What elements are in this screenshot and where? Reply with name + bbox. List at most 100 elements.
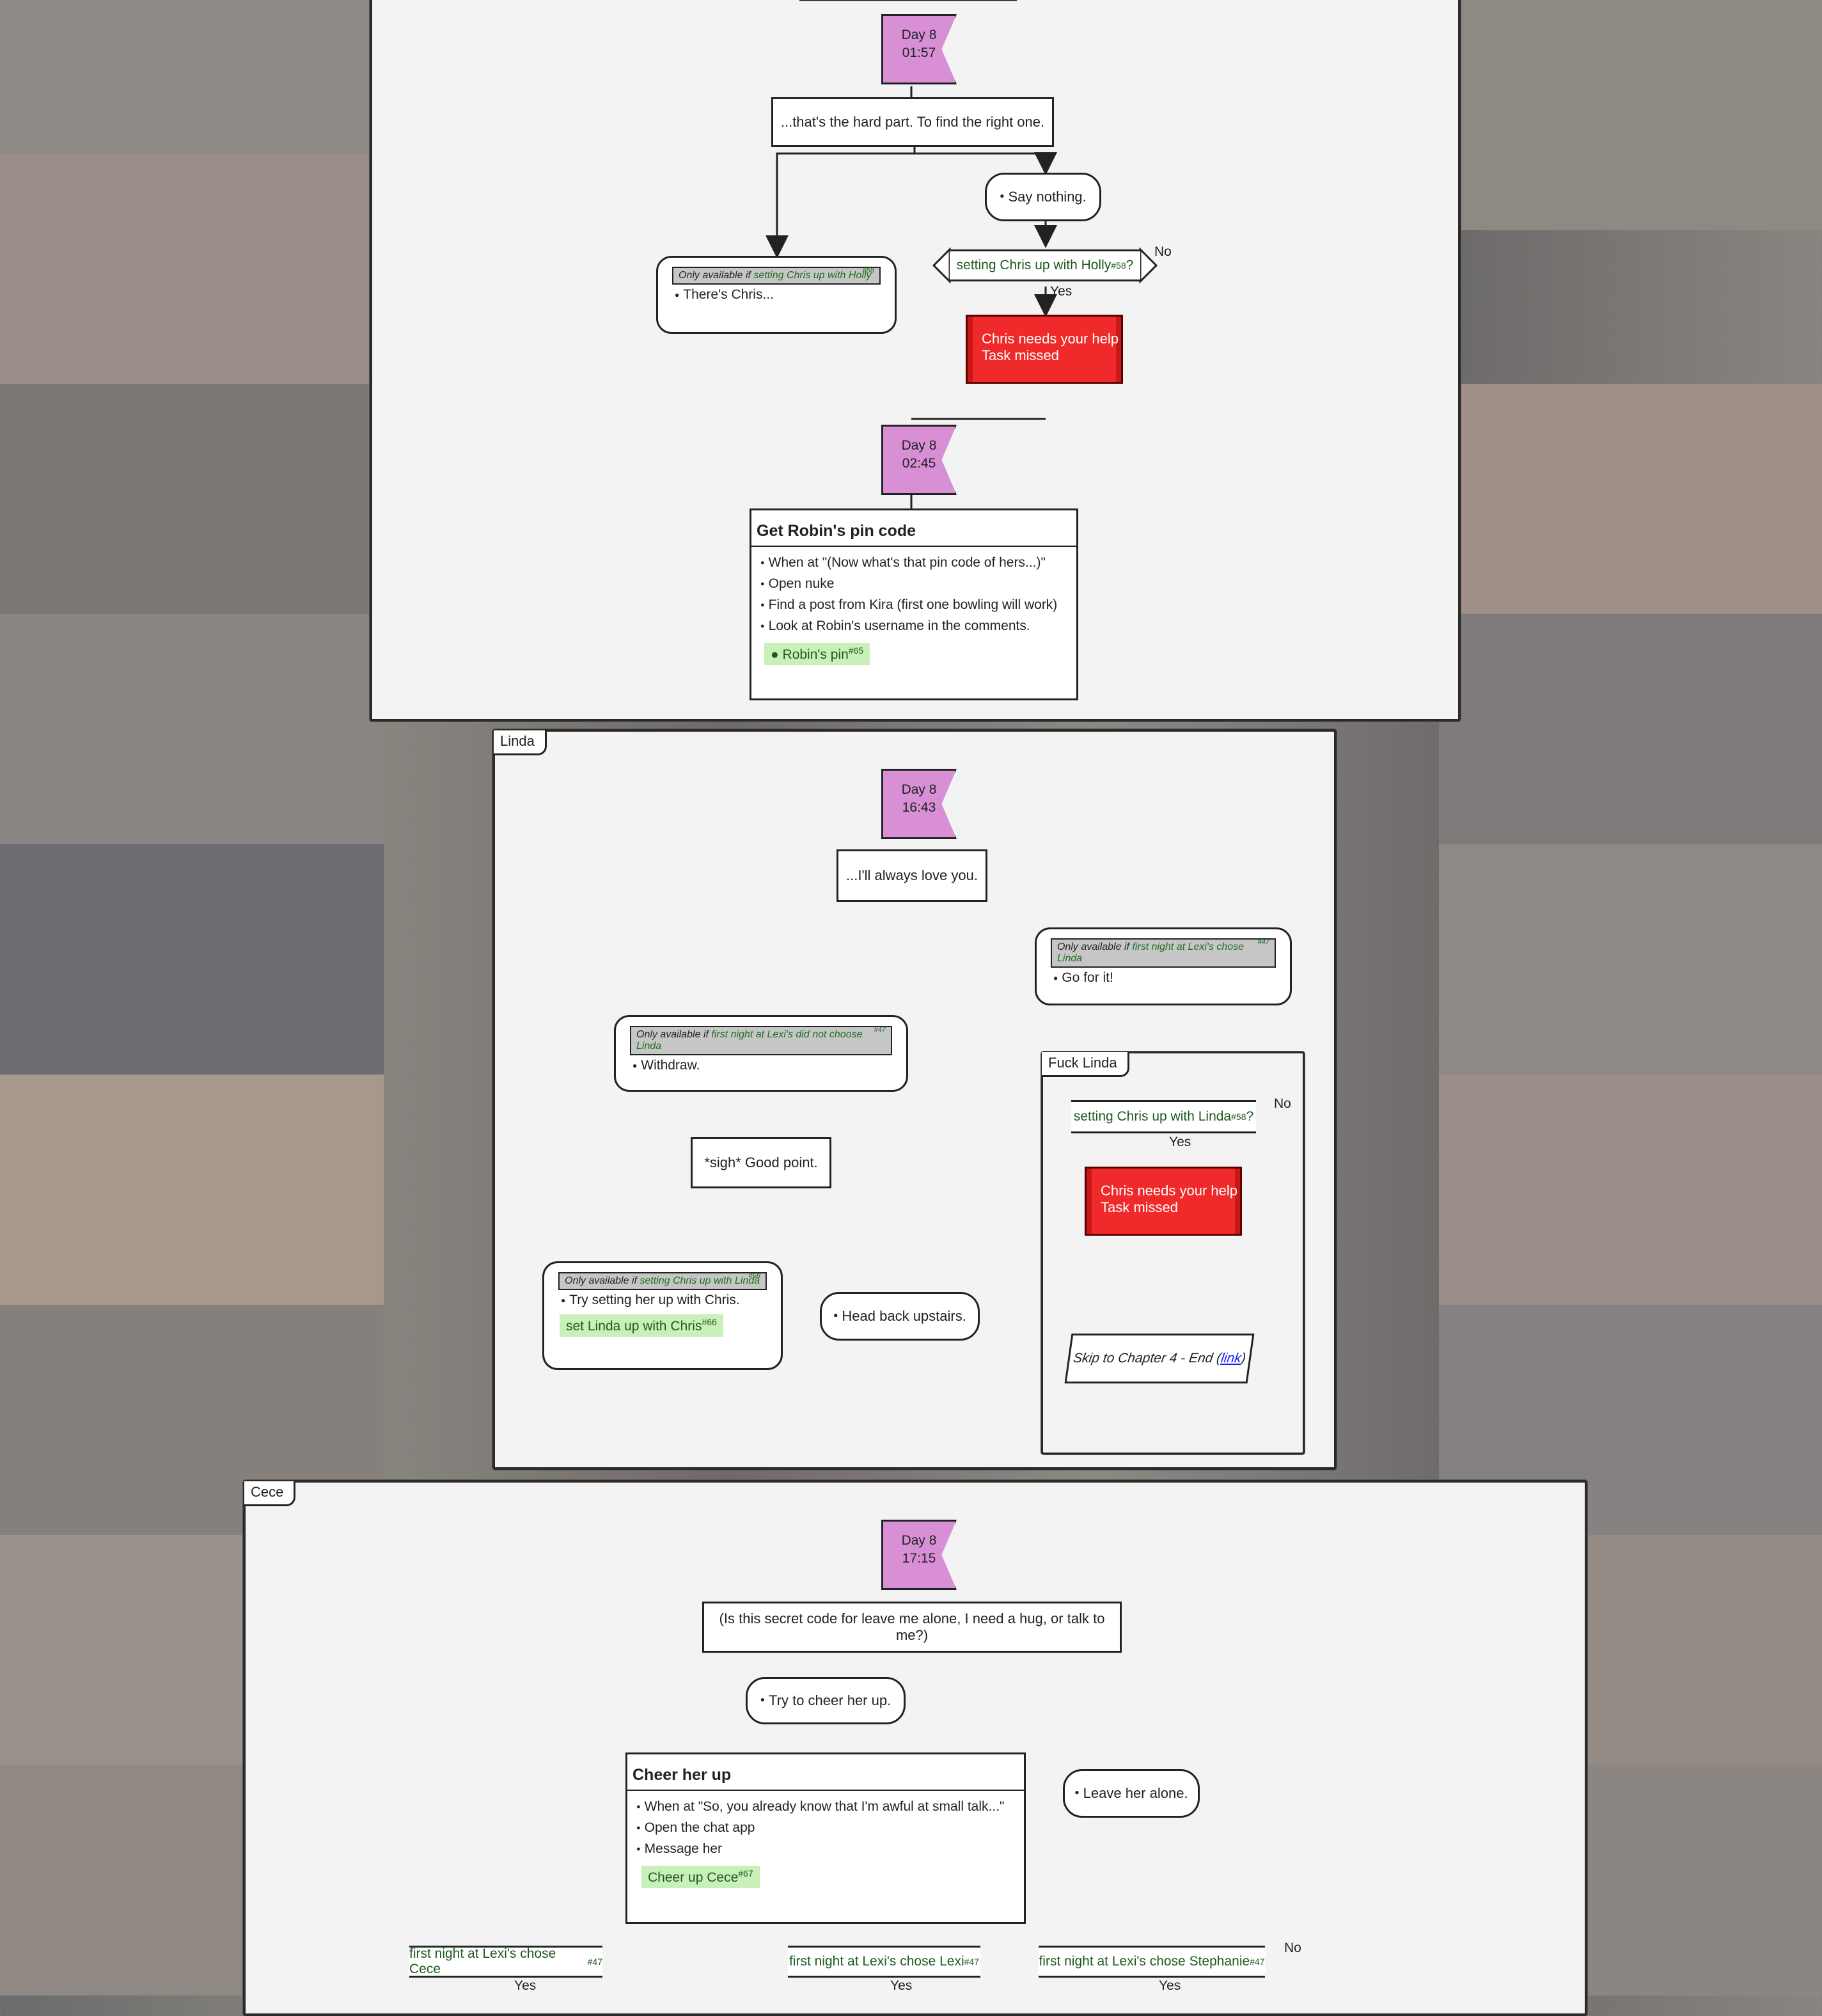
chapter-end-link[interactable]: link: [1220, 1351, 1243, 1366]
dialogue-node: *sigh* Good point.: [691, 1137, 831, 1188]
day-label: Day 8: [901, 1533, 937, 1548]
reward-label: Cheer up Cece: [648, 1870, 739, 1885]
background-photo: [1439, 614, 1822, 844]
availability-note: Only available if first night at Lexi's …: [630, 1026, 892, 1055]
reward-badge: Cheer up Cece#67: [641, 1866, 760, 1888]
condition-ref: #47: [1250, 1957, 1265, 1967]
choice-theres-chris[interactable]: Only available if setting Chris up with …: [656, 256, 897, 334]
time-label: 16:43: [902, 800, 936, 815]
condition-text: first night at Lexi's chose Stephanie: [1039, 1954, 1250, 1969]
choice-say-nothing[interactable]: Say nothing.: [985, 173, 1101, 221]
task-missed-box: Chris needs your help Task missed: [966, 315, 1123, 384]
panel-title: Linda: [494, 730, 547, 755]
time-label: 17:15: [902, 1551, 936, 1566]
choice-label: Try to cheer her up.: [769, 1692, 891, 1708]
panel-title: Fuck Linda: [1042, 1052, 1129, 1077]
choice-leave-alone[interactable]: Leave her alone.: [1063, 1769, 1200, 1818]
dialogue-text: ...that's the hard part. To find the rig…: [780, 114, 1045, 130]
dialogue-node: ...I'll always love you.: [836, 849, 987, 902]
condition-ref: #47: [1257, 938, 1269, 946]
condition-suffix: ?: [1246, 1109, 1254, 1124]
yes-label: Yes: [1169, 1135, 1191, 1149]
dialogue-node: ...that's the hard part. To find the rig…: [771, 97, 1054, 147]
condition-ref: #58: [748, 1272, 760, 1280]
background-photo: [0, 844, 384, 1075]
skip-to-chapter-end: Skip to Chapter 4 - End (link): [1064, 1334, 1255, 1383]
missed-line: Chris needs your help: [1101, 1183, 1238, 1199]
choice-label: Go for it!: [1053, 970, 1290, 986]
task-steps: When at "So, you already know that I'm a…: [627, 1797, 1024, 1861]
time-label: 02:45: [902, 456, 936, 471]
task-robin-pin: Get Robin's pin code When at "(Now what'…: [750, 508, 1078, 700]
choice-label: Try setting her up with Chris.: [561, 1293, 781, 1308]
choice-try-setting[interactable]: Only available if setting Chris up with …: [542, 1261, 783, 1370]
skip-text: Skip to Chapter 4 - End (: [1072, 1351, 1222, 1366]
condition-check: first night at Lexi's chose Lexi#47: [788, 1946, 980, 1978]
background-photo: [1439, 1075, 1822, 1305]
no-label: No: [1154, 244, 1172, 259]
time-label: 01:57: [902, 45, 936, 60]
task-missed-box: Chris needs your help Task missed: [1085, 1167, 1242, 1236]
condition-check: first night at Lexi's chose Cece #47: [409, 1946, 602, 1978]
dialogue-text: *sigh* Good point.: [704, 1154, 818, 1170]
task-step: When at "(Now what's that pin code of he…: [760, 553, 1076, 574]
task-step: Message her: [636, 1839, 1024, 1861]
choice-label: Say nothing.: [1008, 189, 1087, 205]
choice-go-for-it[interactable]: Only available if first night at Lexi's …: [1035, 927, 1292, 1005]
condition-text: first night at Lexi's chose Cece: [409, 1946, 556, 1976]
task-cheer-her-up: Cheer her up When at "So, you already kn…: [625, 1752, 1026, 1924]
condition-check: setting Chris up with Holly#58?: [950, 249, 1140, 281]
availability-note: Only available if setting Chris up with …: [672, 267, 881, 285]
yes-label: Yes: [1050, 284, 1072, 299]
condition-ref: #47: [874, 1026, 886, 1034]
background-photo: [1439, 384, 1822, 614]
choice-cheer-up[interactable]: Try to cheer her up.: [746, 1677, 906, 1724]
task-step: Open the chat app: [636, 1818, 1024, 1839]
condition-text: first night at Lexi's chose Lexi: [789, 1954, 964, 1969]
reward-badge: ● Robin's pin#65: [764, 643, 870, 665]
availability-note: Only available if first night at Lexi's …: [1051, 938, 1276, 968]
reward-badge: set Linda up with Chris#66: [560, 1314, 723, 1337]
condition-text: first night at Lexi's did not choose Lin…: [636, 1029, 863, 1051]
condition-ref: #58: [1231, 1112, 1246, 1122]
dialogue-text: ...I'll always love you.: [846, 867, 978, 883]
condition-text: setting Chris up with Holly: [956, 258, 1111, 272]
yes-label: Yes: [514, 1978, 537, 1993]
reward-label: Robin's pin: [782, 647, 849, 662]
yes-label: Yes: [890, 1978, 913, 1993]
condition-ref: #47: [587, 1957, 602, 1967]
dialogue-text: (Is this secret code for leave me alone,…: [719, 1610, 1105, 1643]
reward-ref: #67: [738, 1868, 753, 1878]
panel-title: Cece: [244, 1481, 296, 1506]
task-title: Cheer her up: [627, 1754, 1024, 1791]
reward-ref: #65: [848, 645, 864, 656]
day-label: Day 8: [901, 28, 937, 42]
choice-withdraw[interactable]: Only available if first night at Lexi's …: [614, 1015, 908, 1092]
condition-ref: #47: [964, 1957, 979, 1967]
condition-text: setting Chris up with Holly: [753, 270, 872, 281]
task-steps: When at "(Now what's that pin code of he…: [751, 553, 1076, 638]
choice-label: There's Chris...: [675, 287, 895, 303]
choice-label: Withdraw.: [632, 1058, 906, 1073]
task-step: When at "So, you already know that I'm a…: [636, 1797, 1024, 1818]
condition-check: first night at Lexi's chose Stephanie#47: [1039, 1946, 1265, 1978]
no-label: No: [1284, 1941, 1301, 1955]
missed-line: Chris needs your help: [982, 331, 1119, 347]
condition-suffix: ?: [1126, 258, 1134, 272]
condition-text: first night at Lexi's chose Linda: [1057, 941, 1245, 964]
background-photo: [0, 154, 384, 384]
task-title: Get Robin's pin code: [751, 510, 1076, 547]
background-photo: [0, 1075, 384, 1305]
task-step: Find a post from Kira (first one bowling…: [760, 595, 1076, 617]
no-label: No: [1274, 1096, 1291, 1111]
day-marker: Day 8 01:57: [881, 14, 957, 84]
choice-head-back[interactable]: Head back upstairs.: [820, 1292, 980, 1341]
missed-line: Task missed: [982, 347, 1060, 363]
task-step: Open nuke: [760, 574, 1076, 595]
dialogue-node: (Is this secret code for leave me alone,…: [702, 1602, 1122, 1653]
condition-ref: #58: [862, 267, 874, 274]
missed-line: Task missed: [1101, 1199, 1179, 1215]
condition-ref: #58: [1111, 260, 1126, 271]
day-marker: Day 8 17:15: [881, 1520, 957, 1590]
background-photo: [1439, 0, 1822, 230]
